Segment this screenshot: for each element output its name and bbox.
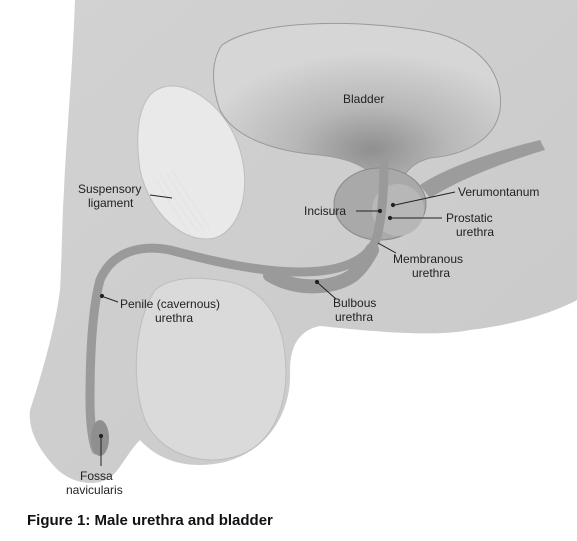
label-verumontanum: Verumontanum [458, 185, 539, 199]
rectum-wall [420, 140, 545, 198]
label-prostatic-line2: urethra [456, 225, 494, 239]
label-incisura: Incisura [304, 204, 346, 218]
suspensory-ligament [155, 169, 211, 237]
label-membranous-line2: urethra [412, 266, 450, 280]
label-membranous-line1: Membranous [393, 252, 463, 266]
label-penile-line2: urethra [155, 311, 193, 325]
scrotum [135, 277, 287, 461]
leader-lines [98, 191, 456, 466]
label-bulbous-line2: urethra [335, 310, 373, 324]
bladder-shape [213, 22, 502, 186]
label-fossa-line2: navicularis [66, 483, 123, 497]
urethra-diagram: Bladder Suspensory ligament Incisura Ver… [29, 0, 577, 497]
label-suspensory-line2: ligament [88, 196, 134, 210]
urethra-channel [85, 155, 389, 455]
fossa-navicularis-shape [91, 420, 109, 456]
label-bulbous-line1: Bulbous [333, 296, 376, 310]
pubic-bone [137, 85, 246, 240]
bulbous-urethra [263, 243, 379, 294]
label-suspensory-line1: Suspensory [78, 182, 141, 196]
label-bladder: Bladder [343, 92, 384, 106]
figure-caption: Figure 1: Male urethra and bladder [27, 512, 273, 529]
label-prostatic-line1: Prostatic [446, 211, 493, 225]
label-fossa-line1: Fossa [80, 469, 113, 483]
label-penile-line1: Penile (cavernous) [120, 297, 220, 311]
